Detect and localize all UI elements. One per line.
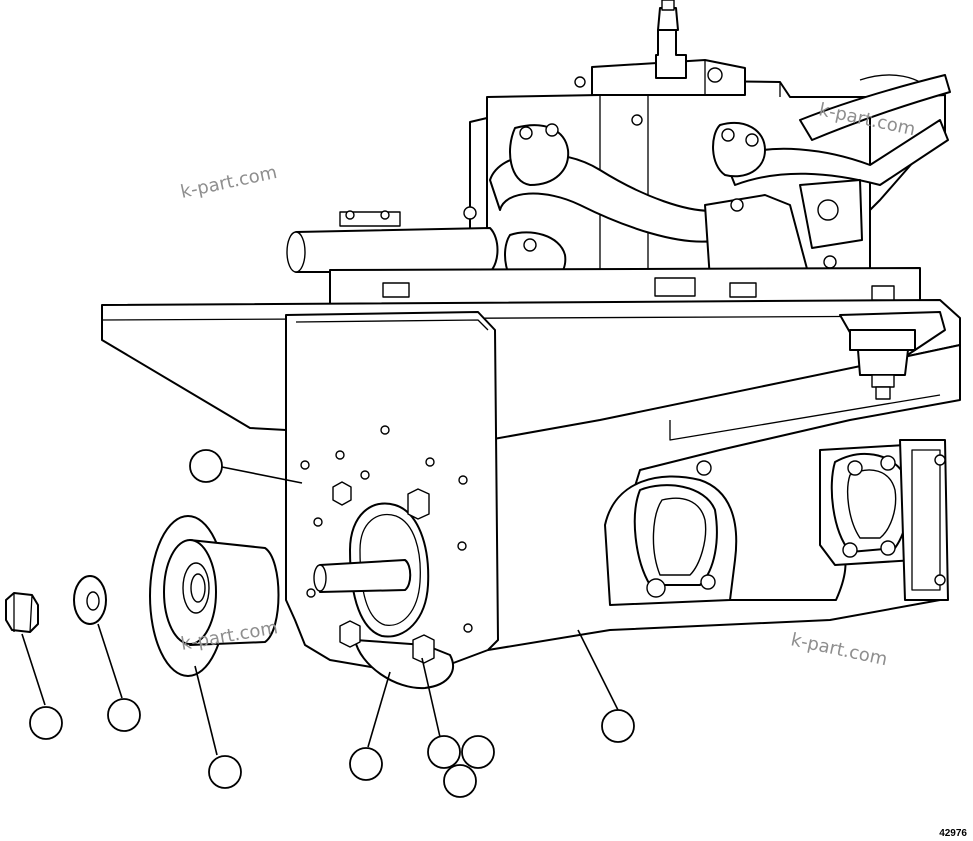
callout-balloon [349,747,383,781]
callout-balloon [29,706,63,740]
callout-leaders [21,466,619,756]
callout-circle [29,706,63,740]
washer [73,575,107,625]
figure-number: 42976 [939,828,967,839]
hub-flange [149,515,280,677]
plate-bolts [332,481,435,664]
plate-holes [300,425,473,633]
callout-circle [427,735,461,769]
callout-balloon [443,764,477,798]
callout-balloon [461,735,495,769]
hydraulic-valve-assembly [286,0,951,306]
callout-circle [601,709,635,743]
callout-balloon [601,709,635,743]
callout-circle [461,735,495,769]
callout-balloon [107,698,141,732]
watermark-text: k-part.com [789,629,889,670]
watermark-text: k-part.com [179,162,279,203]
callout-circle [208,755,242,789]
callout-balloon [427,735,461,769]
exploded-parts [5,515,280,677]
callout-balloon [208,755,242,789]
callout-circle [443,764,477,798]
callout-balloon [189,449,223,483]
mounting-plate [285,311,499,690]
hex-nut [5,592,39,633]
drive-motors [604,439,949,606]
callout-circle [189,449,223,483]
callout-circle [107,698,141,732]
callout-circle [349,747,383,781]
